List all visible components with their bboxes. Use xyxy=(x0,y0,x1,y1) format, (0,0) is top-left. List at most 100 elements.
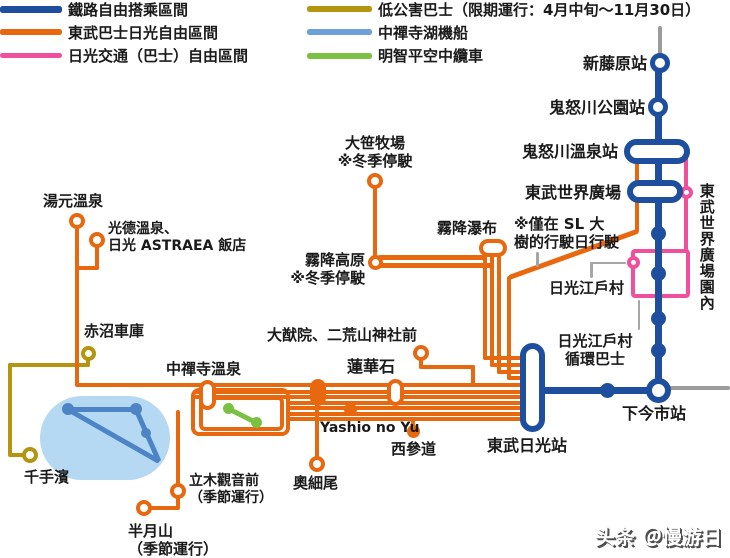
note-winter: ※冬季停駛 xyxy=(290,269,365,288)
label-edomura-loop-line2: 循環巴士 xyxy=(564,350,625,369)
label-tobu-world-square: 東武世界廣場 xyxy=(524,183,621,202)
bus-line-tachiki xyxy=(175,410,181,508)
low-emission-bus-line xyxy=(7,362,13,455)
bus-line-main xyxy=(75,382,523,388)
legend-swatch-rail xyxy=(0,5,62,13)
legend-swatch-low-emission xyxy=(307,5,372,12)
bus-line-sl xyxy=(506,276,512,380)
note-sl-days: ※僅在 SL 大樹的行駛日行駛 xyxy=(514,215,619,252)
label-kirifuri-kogen-name: 霧降高原 xyxy=(304,251,365,269)
bus-line-kirifuri xyxy=(496,252,502,374)
label-edomura: 日光江戶村 xyxy=(549,279,625,297)
boat-stop-dot xyxy=(62,403,74,415)
label-nishisando: 西參道 xyxy=(391,440,437,458)
label-kinugawa-koen: 鬼怒川公園站 xyxy=(548,98,645,117)
label-kirifuri-kogen: 霧降高原※冬季停駛 xyxy=(290,251,365,288)
stop-pill-chuzenji-onsen xyxy=(199,380,216,410)
bus-line-bundle xyxy=(193,395,523,399)
low-emission-bus-line xyxy=(85,357,91,367)
label-kotoku-line1: 光德溫泉、 xyxy=(108,221,178,237)
label-tobu-ws-park-inner: 東武世界廣場園內 xyxy=(697,183,716,311)
label-kinugawa-onsen: 鬼怒川溫泉站 xyxy=(521,142,618,161)
rail-continuation-right xyxy=(661,385,730,391)
legend-label-boat: 中禪寺湖機船 xyxy=(378,24,469,42)
rail-continuation-stub xyxy=(657,26,663,56)
rail-stop-dot xyxy=(650,265,666,281)
label-kirifuri-falls: 霧降瀑布 xyxy=(437,219,498,237)
label-yumoto: 湯元溫泉 xyxy=(43,192,104,210)
note-sl-line2: 樹的行駛日行駛 xyxy=(514,233,620,252)
loop-bus-label-connector xyxy=(637,300,641,330)
bus-line-kotoku-branch xyxy=(75,265,99,271)
label-rengeseki: 蓮華石 xyxy=(347,357,396,376)
bus-line-kirifuri xyxy=(496,369,524,374)
stop-ring-akanuma xyxy=(80,345,96,361)
stop-dot-nishisando xyxy=(406,424,420,438)
rail-stop-dot xyxy=(650,225,666,241)
label-ozasa: 大笹牧場※冬季停駛 xyxy=(310,134,440,171)
stop-dot-yashio xyxy=(343,402,357,416)
bus-line-kirifuri xyxy=(489,252,495,367)
bus-line-kirifuri-kogen xyxy=(378,255,487,260)
legend-swatch-ropeway xyxy=(307,52,372,59)
label-tobu-nikko: 東武日光站 xyxy=(487,436,568,455)
low-emission-bus-line xyxy=(8,362,90,368)
legend-swatch-tobu-bus xyxy=(0,29,62,35)
stop-ring-hangetsuzan xyxy=(136,500,152,516)
sl-note-connector xyxy=(536,252,539,267)
label-yashio-no-yu: Yashio no Yu xyxy=(320,420,420,436)
label-senjugahama: 千手濱 xyxy=(24,468,70,486)
label-chuzenji-onsen: 中禪寺溫泉 xyxy=(166,360,242,378)
bus-line-bundle xyxy=(288,411,523,416)
rail-stop-dot xyxy=(650,310,666,326)
legend-label-ropeway: 明智平空中纜車 xyxy=(378,47,484,65)
stop-ring-taiyuin xyxy=(413,345,429,361)
stop-ring-ozasa xyxy=(367,173,383,189)
label-shin-fujiwara: 新藤原站 xyxy=(582,54,647,73)
stop-ring-kotoku xyxy=(89,232,105,248)
bus-line-bundle xyxy=(288,406,523,410)
bus-line-okuhosoo xyxy=(314,402,320,460)
stop-ring-edomura xyxy=(627,256,640,269)
label-akanuma: 赤沼車庫 xyxy=(84,322,145,340)
boat-stop-dot xyxy=(141,428,151,438)
note-winter: ※冬季停駛 xyxy=(337,152,413,171)
note-sl-line1: ※僅在 SL 大 xyxy=(514,215,605,233)
label-hangetsuzan-name: 半月山 xyxy=(128,522,174,540)
stop-ring-yumoto xyxy=(69,213,85,229)
stop-pill-kirifuri-falls xyxy=(479,239,507,257)
bus-line-nishisando xyxy=(410,419,416,429)
label-okuhosoo: 奧細尾 xyxy=(293,474,339,492)
bus-line-bundle xyxy=(288,417,523,421)
legend-label-rail: 鐵路自由搭乘區間 xyxy=(68,1,189,19)
label-hangetsuzan: 半月山（季節運行） xyxy=(128,522,218,558)
station-pill-tobu-world-square xyxy=(627,180,683,203)
edomura-label-connector xyxy=(590,261,593,278)
merge-pill xyxy=(310,379,326,406)
rail-line-vertical xyxy=(654,60,662,390)
bus-line-taiyuin xyxy=(470,364,475,386)
boat-stop-dot xyxy=(130,403,142,415)
bus-line-taiyuin xyxy=(418,358,424,369)
stop-ring-senjugahama xyxy=(22,447,38,463)
bus-line-taiyuin xyxy=(419,364,475,370)
bus-line-bundle xyxy=(288,400,523,405)
station-pill-kinugawa-onsen xyxy=(624,139,690,164)
note-seasonal: （季節運行） xyxy=(128,540,219,558)
note-seasonal: （季節運行） xyxy=(189,490,273,507)
label-tachiki: 立木觀音前（季節運行） xyxy=(189,473,273,507)
bus-line-bundle xyxy=(193,389,523,394)
station-ring-kinugawa-koen xyxy=(648,97,668,117)
bus-line-yumoto xyxy=(74,226,80,386)
low-emission-bus-line xyxy=(7,452,28,458)
station-pill-tobu-nikko xyxy=(520,343,545,432)
label-kotoku: 光德溫泉、日光 ASTRAEA 飯店 xyxy=(108,221,246,255)
pink-bus-line xyxy=(683,150,689,253)
legend-swatch-nikko-kotsu xyxy=(0,52,62,58)
boat-route-segment xyxy=(68,406,136,412)
bus-line-kirifuri xyxy=(482,252,488,360)
label-kotoku-line2: 日光 ASTRAEA 飯店 xyxy=(108,238,247,255)
ropeway-terminal-dot xyxy=(250,416,262,428)
bus-line-kirifuri xyxy=(489,362,524,367)
